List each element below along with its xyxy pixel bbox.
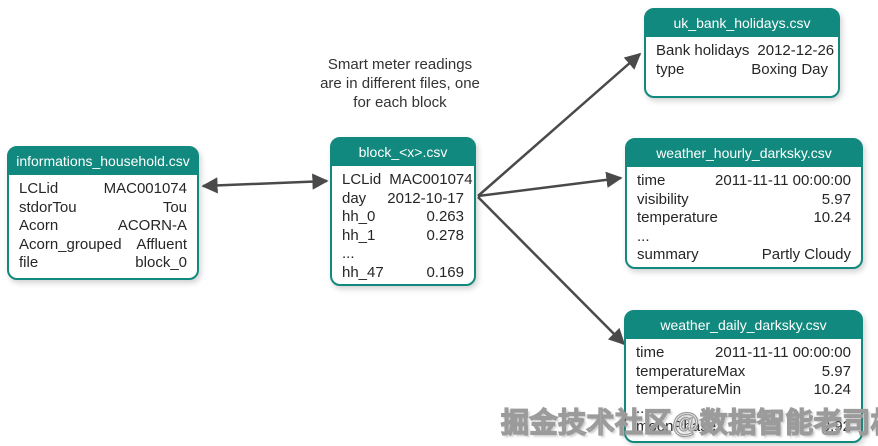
- field-label: Acorn_grouped: [19, 235, 122, 253]
- field-value: block_0: [135, 254, 187, 272]
- field-value: MAC001074: [389, 171, 473, 188]
- card-title: block_<x>.csv: [332, 139, 474, 166]
- edge-household-block-double-arrow: [201, 173, 329, 194]
- annotation-note: Smart meter readings are in different fi…: [270, 55, 530, 112]
- field-row: Acorn ACORN-A: [19, 217, 187, 236]
- field-label: temperature: [637, 209, 718, 227]
- field-value: 5.97: [821, 362, 851, 380]
- field-value: 0.263: [426, 208, 464, 226]
- field-value: 10.24: [813, 209, 851, 227]
- field-value: MAC001074: [103, 180, 187, 197]
- field-label: hh_1: [342, 226, 376, 244]
- field-row: type Boxing Day: [656, 61, 828, 80]
- field-row: stdorTou Tou: [19, 199, 187, 218]
- field-label: ...: [637, 227, 650, 245]
- field-row: moonPhase 0.92: [636, 418, 851, 437]
- field-value: 2011-11-11 00:00:00: [715, 172, 851, 189]
- field-row: file block_0: [19, 254, 187, 273]
- card-title: weather_daily_darksky.csv: [626, 312, 861, 339]
- field-value: 5.97: [821, 190, 851, 208]
- field-row: hh_47 0.169: [342, 264, 464, 283]
- field-value: 2012-12-26: [757, 42, 835, 59]
- card-body: time 2011-11-11 00:00:00 visibility 5.97…: [627, 167, 861, 271]
- field-row: day 2012-10-17: [342, 190, 464, 209]
- edge-block-weather-daily-arrow: [477, 196, 626, 346]
- card-title: weather_hourly_darksky.csv: [627, 140, 861, 167]
- field-value: 10.24: [813, 381, 851, 399]
- field-label: file: [19, 254, 39, 272]
- field-value: Affluent: [136, 235, 187, 253]
- field-label: LCLid: [342, 171, 382, 188]
- field-row: ...: [342, 245, 464, 264]
- field-row: Acorn_grouped Affluent: [19, 236, 187, 255]
- field-row: temperature 10.24: [637, 209, 851, 228]
- field-label: hh_0: [342, 208, 376, 226]
- field-row: ...: [637, 228, 851, 247]
- annotation-line: Smart meter readings: [327, 56, 473, 73]
- field-label: ...: [636, 399, 649, 417]
- field-value: 0.92: [821, 418, 851, 436]
- field-row: LCLid MAC001074: [342, 171, 473, 190]
- field-label: temperatureMin: [636, 381, 742, 399]
- field-label: Acorn: [19, 217, 59, 235]
- field-value: Partly Cloudy: [761, 246, 851, 264]
- field-row: LCLid MAC001074: [19, 180, 187, 199]
- card-block-x: block_<x>.csv LCLid MAC001074 day 2012-1…: [330, 137, 476, 286]
- card-body: time 2011-11-11 00:00:00 temperatureMax …: [626, 339, 861, 443]
- field-row: temperatureMin 10.24: [636, 381, 851, 400]
- field-row: visibility 5.97: [637, 191, 851, 210]
- annotation-line: are in different files, one: [320, 75, 480, 92]
- field-value: Boxing Day: [751, 60, 828, 78]
- card-title: informations_household.csv: [9, 148, 197, 175]
- card-body: Bank holidays 2012-12-26 type Boxing Day: [646, 37, 838, 85]
- field-label: moonPhase: [636, 418, 717, 436]
- field-value: ACORN-A: [117, 217, 187, 235]
- card-weather-daily-darksky: weather_daily_darksky.csv time 2011-11-1…: [624, 310, 863, 443]
- field-row: temperatureMax 5.97: [636, 363, 851, 382]
- card-body: LCLid MAC001074 stdorTou Tou Acorn ACORN…: [9, 175, 197, 279]
- field-label: type: [656, 60, 685, 78]
- field-value: 0.278: [426, 226, 464, 244]
- card-title: uk_bank_holidays.csv: [646, 10, 838, 37]
- edge-block-weather-hourly-arrow: [477, 171, 623, 198]
- field-row: ...: [636, 400, 851, 419]
- field-label: time: [636, 344, 665, 361]
- card-body: LCLid MAC001074 day 2012-10-17 hh_0 0.26…: [332, 166, 474, 289]
- field-label: time: [637, 172, 666, 189]
- field-label: hh_47: [342, 263, 384, 281]
- watermark-text: 掘金技术社区@数据智能老司机: [500, 406, 878, 438]
- field-row: summary Partly Cloudy: [637, 246, 851, 265]
- card-informations-household: informations_household.csv LCLid MAC0010…: [7, 146, 199, 280]
- annotation-line: for each block: [353, 94, 447, 111]
- field-label: summary: [637, 246, 699, 264]
- field-label: stdorTou: [19, 198, 77, 216]
- field-row: hh_0 0.263: [342, 208, 464, 227]
- field-value: Tou: [162, 198, 187, 216]
- field-value: 0.169: [426, 263, 464, 281]
- field-row: hh_1 0.278: [342, 227, 464, 246]
- field-label: visibility: [637, 190, 689, 208]
- card-uk-bank-holidays: uk_bank_holidays.csv Bank holidays 2012-…: [644, 8, 840, 98]
- field-label: day: [342, 189, 367, 207]
- field-label: ...: [342, 245, 355, 263]
- card-weather-hourly-darksky: weather_hourly_darksky.csv time 2011-11-…: [625, 138, 863, 269]
- field-row: Bank holidays 2012-12-26: [656, 42, 834, 61]
- field-row: time 2011-11-11 00:00:00: [637, 172, 851, 191]
- field-label: LCLid: [19, 180, 59, 197]
- field-label: Bank holidays: [656, 42, 750, 59]
- field-value: 2012-10-17: [387, 189, 464, 207]
- field-value: 2011-11-11 00:00:00: [715, 344, 851, 361]
- field-row: time 2011-11-11 00:00:00: [636, 344, 851, 363]
- field-label: temperatureMax: [636, 362, 746, 380]
